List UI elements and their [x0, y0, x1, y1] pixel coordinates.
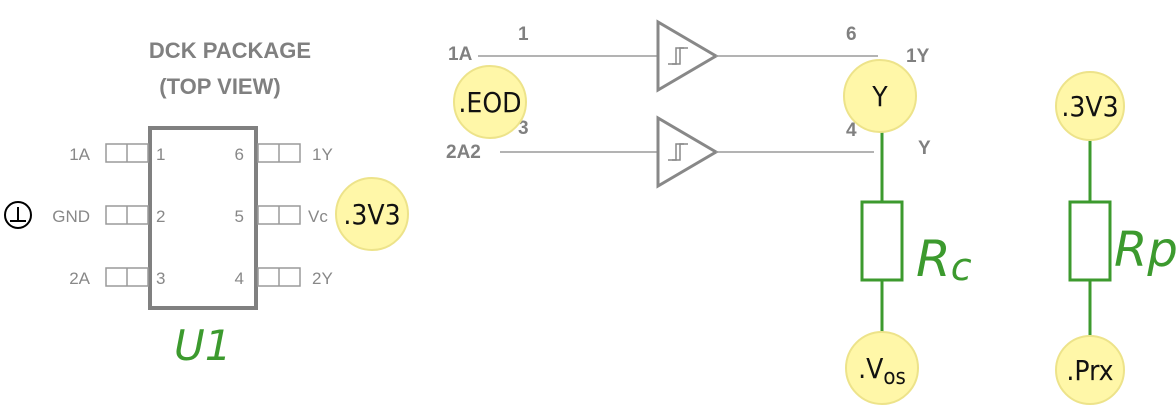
left-pin-stubs [105, 143, 149, 287]
net-label-eod-text: .EOD [458, 86, 521, 119]
buffer-2-triangle [656, 115, 719, 189]
pin-name-vcc: Vc [308, 207, 328, 226]
net-label-prx-text: .Prx [1066, 354, 1113, 387]
resistor-rc-label: Rc [916, 230, 972, 289]
buffer-2-output-pin: 4 [846, 120, 857, 141]
pin-name-2a: 2A [69, 269, 90, 288]
buffer-1-triangle [656, 19, 719, 93]
pin-num-3: 3 [156, 269, 165, 288]
pin-name-gnd: GND [52, 207, 90, 226]
buffer-1-output-pin: 6 [846, 24, 857, 45]
ground-icon [4, 201, 32, 229]
resistor-rp: Rp [1068, 128, 1176, 346]
net-label-y[interactable]: Y [843, 59, 917, 133]
buffer-schematic: 1A 1 6 1Y 2A2 3 4 Y [446, 19, 931, 189]
net-label-3v3-right[interactable]: .3V3 [1055, 71, 1125, 141]
net-label-prx[interactable]: .Prx [1055, 335, 1125, 405]
net-label-3v3-package-text: .3V3 [343, 198, 400, 231]
resistor-rp-label: Rp [1114, 222, 1176, 278]
pin-name-1y: 1Y [312, 145, 333, 164]
pin-num-2: 2 [156, 207, 165, 226]
buffer-2-input-pin: 3 [518, 118, 529, 139]
buffer-1-input-label: 1A [448, 44, 473, 65]
pin-num-6: 6 [235, 145, 244, 164]
schmitt-trigger-icon [668, 47, 684, 65]
dck-package: DCK PACKAGE (TOP VIEW) 1A 1 GND 2 2A 3 1… [4, 38, 333, 370]
resistor-rc: Rc [860, 128, 972, 346]
pin-name-2y: 2Y [312, 269, 333, 288]
net-label-3v3-package[interactable]: .3V3 [335, 177, 409, 251]
net-label-y-text: Y [871, 80, 888, 113]
buffer-2-output-label: Y [918, 138, 931, 159]
pin-num-5: 5 [235, 207, 244, 226]
designator-u1: U1 [174, 321, 231, 370]
pin-name-1a: 1A [69, 145, 90, 164]
buffer-1-input-pin: 1 [518, 24, 529, 45]
buffer-1-output-label: 1Y [906, 46, 930, 67]
package-body [148, 126, 258, 310]
package-title: DCK PACKAGE [149, 38, 311, 63]
buffer-2-input-label: 2A2 [446, 142, 481, 163]
right-pin-stubs [257, 143, 301, 287]
net-label-3v3-right-text: .3V3 [1061, 90, 1118, 123]
pin-num-4: 4 [235, 269, 244, 288]
net-label-eod[interactable]: .EOD [453, 65, 527, 139]
package-subtitle: (TOP VIEW) [159, 74, 280, 99]
schmitt-trigger-icon [668, 143, 684, 161]
net-label-vos[interactable]: .Vos [845, 331, 919, 405]
pin-num-1: 1 [156, 145, 165, 164]
